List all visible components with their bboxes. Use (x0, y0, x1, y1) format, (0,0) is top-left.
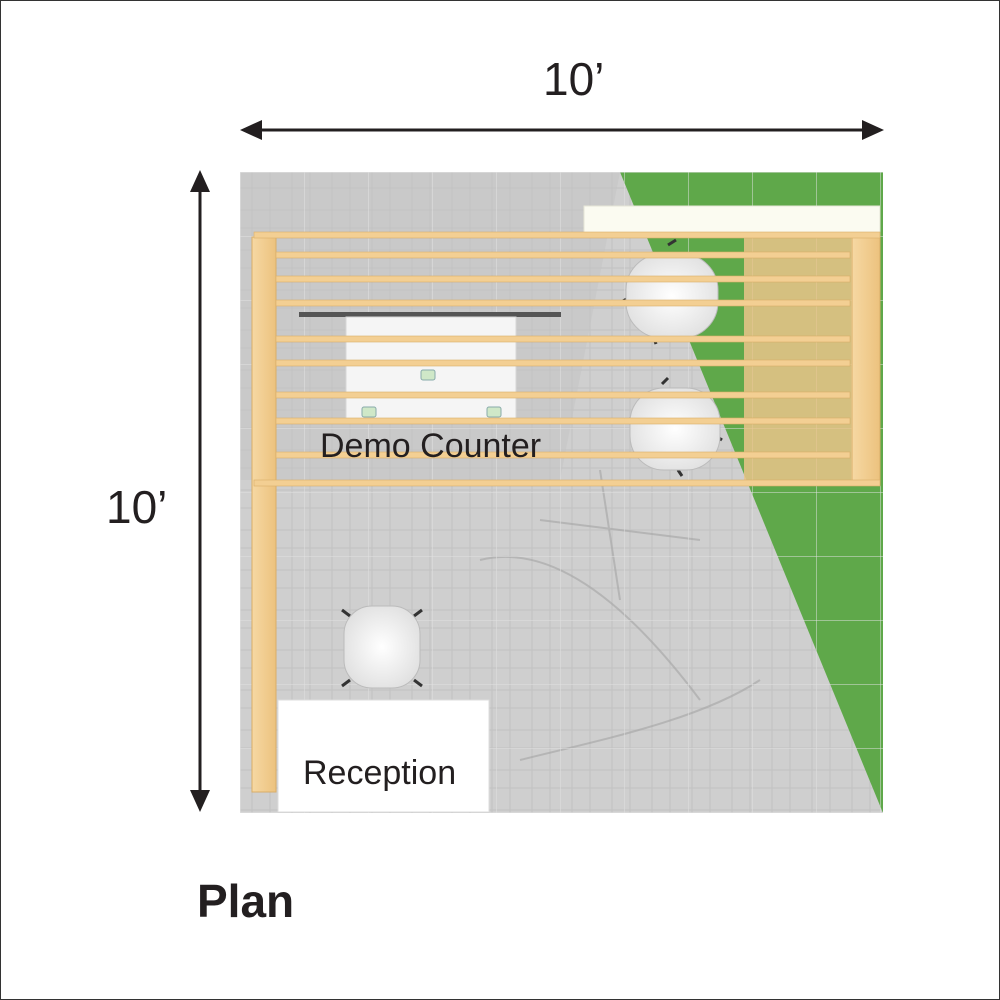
demo-counter-label: Demo Counter (320, 427, 542, 465)
right-wood-post (851, 236, 881, 486)
wood-slats (253, 231, 881, 487)
reception-chair (341, 605, 423, 689)
demo-counter (299, 312, 561, 424)
counter-item (361, 406, 377, 418)
reception-counter (277, 699, 490, 813)
width-dimension-arrow (240, 120, 884, 140)
counter-item (486, 406, 502, 418)
depth-dimension-arrow (190, 170, 210, 812)
left-wood-post (251, 236, 277, 793)
back-wall-graphic (583, 205, 881, 237)
plan-title: Plan (197, 875, 295, 927)
depth-dimension-label: 10’ (106, 481, 168, 533)
counter-item (420, 369, 436, 381)
reception-label: Reception (303, 754, 457, 792)
width-dimension-label: 10’ (543, 53, 605, 105)
